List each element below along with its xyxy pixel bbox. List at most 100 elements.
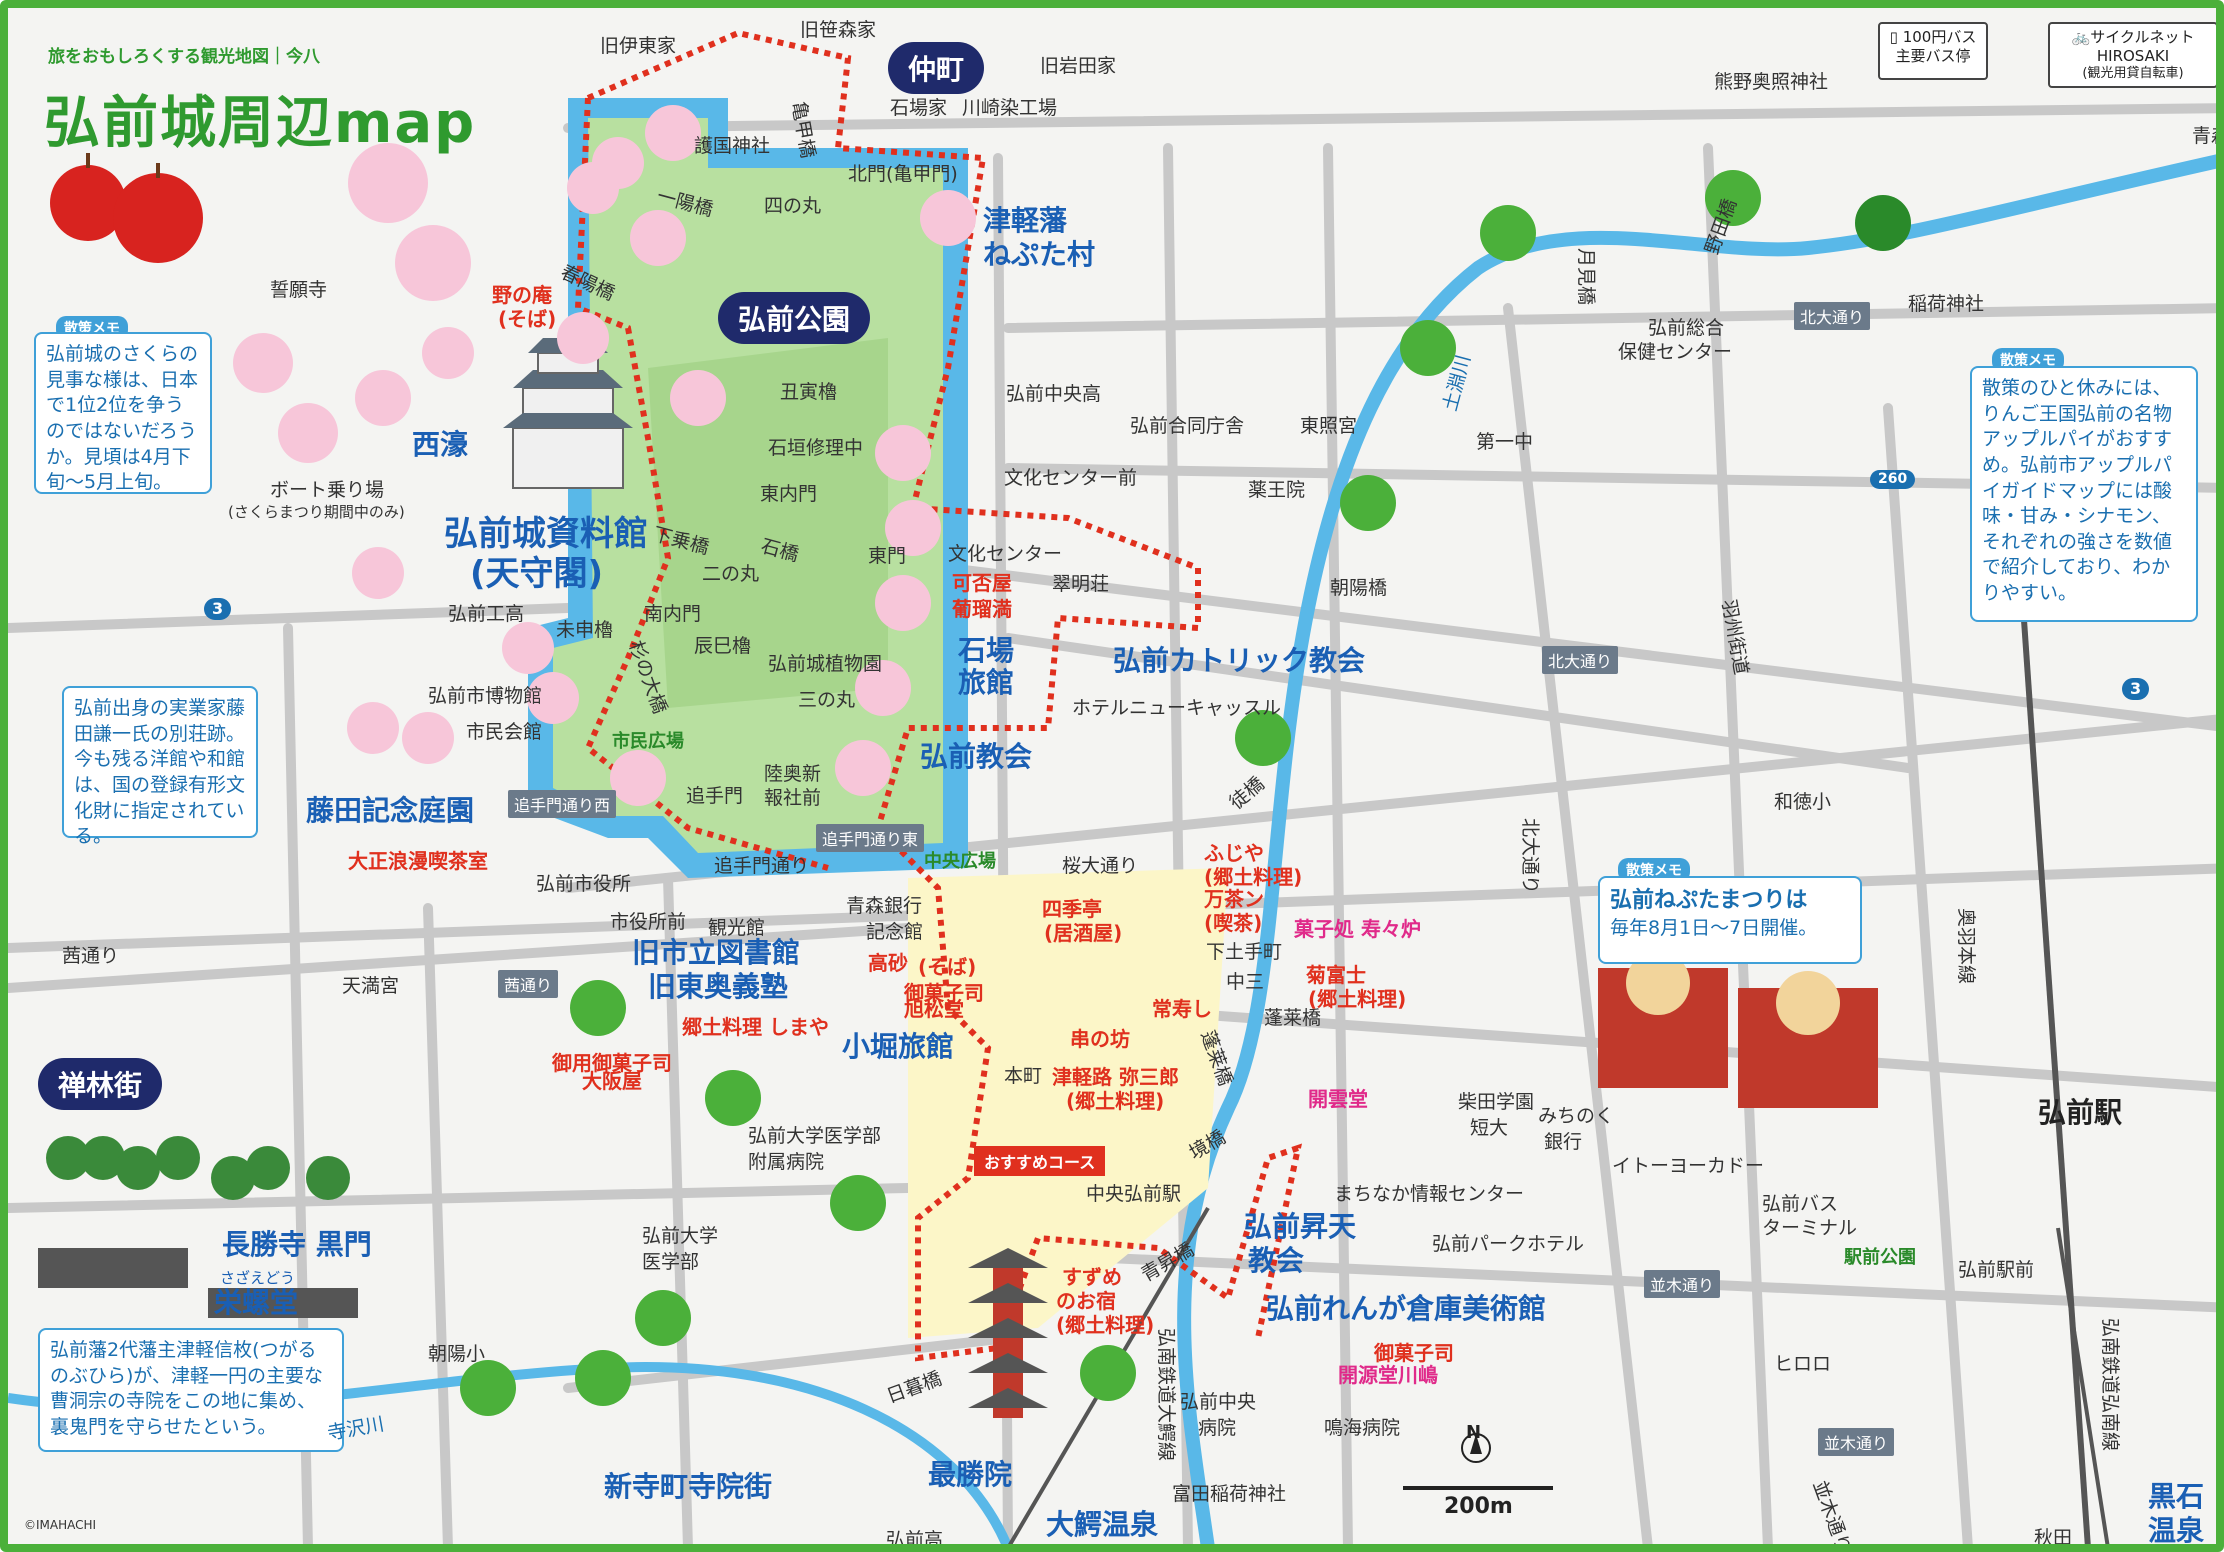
place-toshogu: 東照宮	[1300, 415, 1358, 437]
food-kushi[interactable]: 串の坊	[1070, 1027, 1130, 1051]
copyright: ©IMAHACHI	[24, 1518, 97, 1532]
food-suzume[interactable]: すずめ	[1062, 1265, 1122, 1289]
food-manchan-note: (喫茶)	[1204, 911, 1263, 935]
spot-saishoin[interactable]: 最勝院	[928, 1458, 1013, 1491]
place-kyuiitou: 旧伊東家	[600, 35, 677, 57]
place-kyuiwata: 旧岩田家	[1040, 55, 1117, 77]
place-chuko: 弘前中央高	[1006, 383, 1102, 405]
spot-neputa-sub: ねぷた村	[983, 238, 1096, 271]
spot-renga[interactable]: 弘前れんが倉庫美術館	[1266, 1292, 1547, 1325]
food-yasaburo[interactable]: 津軽路 弥三郎	[1052, 1065, 1179, 1089]
food-takasago[interactable]: 高砂	[868, 951, 908, 975]
spot-sazaedo[interactable]: 栄螺堂	[214, 1286, 299, 1319]
road-ou: 奥羽本線	[1955, 908, 1977, 985]
place-seiganji: 誓願寺	[270, 279, 328, 301]
place-honcho: 本町	[1004, 1065, 1043, 1087]
place-shibata: 柴田学園	[1458, 1091, 1535, 1113]
spot-kobori[interactable]: 小堀旅館	[842, 1030, 955, 1063]
spot-choshoji[interactable]: 長勝寺 黒門	[222, 1228, 372, 1261]
food-shimaya[interactable]: 郷土料理 しまや	[682, 1015, 829, 1039]
place-tenmangu: 天満宮	[342, 975, 400, 997]
food-kikufuji[interactable]: 菊富士	[1306, 963, 1366, 987]
place-ishigaki: 石垣修理中	[768, 437, 864, 459]
spot-catholic[interactable]: 弘前カトリック教会	[1113, 644, 1366, 677]
place-shimotemachi: 下土手町	[1206, 941, 1283, 963]
food-yasaburo-note: (郷土料理)	[1066, 1089, 1165, 1113]
food-fujiya[interactable]: ふじや	[1204, 841, 1264, 865]
place-daiichi: 第一中	[1476, 431, 1534, 453]
food-kaigendo[interactable]: 開源堂川嶋	[1338, 1363, 1438, 1387]
road-akane: 茜通り	[62, 945, 120, 967]
bicycle-icon: 🚲	[2071, 28, 2091, 46]
spot-kuroishi[interactable]: 黒石	[2148, 1480, 2205, 1513]
place-hiroro: ヒロロ	[1774, 1353, 1832, 1375]
road-kitadai: 北大通り	[1519, 818, 1541, 895]
place-aomori-bank2: 記念館	[866, 921, 924, 943]
food-taisho[interactable]: 大正浪漫喫茶室	[348, 849, 488, 873]
place-tatsumi: 辰巳櫓	[694, 635, 752, 657]
map-subtitle: 旅をおもしろくする観光地図｜今八	[48, 47, 320, 67]
place-boat: ボート乗り場	[270, 479, 385, 501]
food-osakaya[interactable]: 大阪屋	[582, 1069, 642, 1093]
food-manchan[interactable]: 万茶ン	[1204, 887, 1264, 911]
food-tsunezushi[interactable]: 常寿し	[1152, 997, 1212, 1021]
road-kita-odori2: 北大通り	[1542, 646, 1619, 674]
spot-castle[interactable]: 弘前城資料館	[444, 514, 648, 554]
place-tomita: 富田稲荷神社	[1172, 1483, 1287, 1505]
place-sannomaru: 三の丸	[798, 689, 856, 711]
place-yonnomaru: 四の丸	[764, 195, 822, 217]
memo-fujita: 弘前出身の実業家藤田謙一氏の別荘跡。今も残る洋館や和館は、国の登録有形文化財に指…	[62, 686, 258, 847]
place-kankokan: 観光館	[708, 917, 766, 939]
spot-neputa[interactable]: 津軽藩	[983, 204, 1068, 237]
north-arrow	[1403, 1433, 1553, 1490]
place-chuo-eki: 中央弘前駅	[1086, 1183, 1182, 1205]
place-shokubutsu: 弘前城植物園	[768, 653, 883, 675]
place-aomori: 青森	[2192, 125, 2216, 147]
food-kyokusho[interactable]: 旭松堂	[904, 997, 964, 1021]
spot-station[interactable]: 弘前駅	[2038, 1096, 2123, 1129]
bridge-tsukimi: 月見橋	[1575, 248, 1597, 306]
spot-shinteramachi[interactable]: 新寺町寺院街	[604, 1470, 773, 1503]
place-kumano: 熊野奥照神社	[1714, 71, 1829, 93]
food-kaigendo-note: 御菓子司	[1374, 1341, 1454, 1365]
spot-owani[interactable]: 大鰐温泉	[1046, 1508, 1159, 1541]
place-daigaku-hosp2: 附属病院	[748, 1151, 825, 1173]
place-horaibashi: 蓬莱橋	[1264, 1007, 1322, 1029]
legend-bus: ▯ 100円バス 主要バス停	[1878, 22, 1988, 80]
food-shikitei[interactable]: 四季亭	[1042, 897, 1102, 921]
route-260-sign: 260	[1870, 470, 1916, 490]
road-konan2: 弘南鉄道弘南線	[2099, 1318, 2121, 1452]
road-otemon-nishi: 追手門通り西	[508, 790, 617, 818]
place-misaru: 未申櫓	[556, 619, 614, 641]
spot-kyokai[interactable]: 弘前教会	[920, 740, 1033, 773]
route-3-sign: 3	[204, 598, 232, 620]
road-konan: 弘南鉄道大鰐線	[1155, 1328, 1177, 1462]
food-kikufuji-note: (郷土料理)	[1308, 987, 1407, 1011]
spot-sazaedo-ruby: さざえどう	[220, 1269, 296, 1287]
memo-neputa: 弘前ねぷたまつりは 毎年8月1日〜7日開催。	[1598, 876, 1862, 964]
north-label: N	[1466, 1422, 1482, 1443]
district-park: 弘前公園	[718, 292, 871, 344]
place-wakutoku: 和徳小	[1774, 791, 1832, 813]
place-sogo2: 保健センター	[1618, 341, 1733, 363]
place-ushitora: 丑寅櫓	[780, 381, 838, 403]
place-chuo-hosp2: 病院	[1198, 1417, 1237, 1439]
pagoda	[968, 1248, 1048, 1418]
spot-shoten[interactable]: 弘前昇天	[1244, 1210, 1357, 1243]
food-fujiya-note: (郷土料理)	[1204, 865, 1303, 889]
food-kahiya[interactable]: 可否屋	[952, 571, 1012, 595]
spot-ishiba[interactable]: 石場	[958, 634, 1015, 667]
food-nonoan[interactable]: 野の庵	[492, 283, 552, 307]
food-kaiundo[interactable]: 開雲堂	[1308, 1087, 1368, 1111]
castle-tower	[503, 338, 633, 489]
place-inari: 稲荷神社	[1908, 293, 1985, 315]
spot-toou[interactable]: 旧東奥義塾	[648, 970, 789, 1003]
place-higashiuchi: 東内門	[760, 483, 818, 505]
spot-fujita[interactable]: 藤田記念庭園	[306, 794, 475, 827]
spot-library[interactable]: 旧市立図書館	[632, 936, 801, 969]
place-aomori-bank: 青森銀行	[846, 895, 923, 917]
food-jujuro[interactable]: 菓子処 寿々炉	[1294, 917, 1421, 941]
place-meikai: 鳴海病院	[1324, 1417, 1401, 1439]
food-osakaya-note: 御用御菓子司	[552, 1051, 672, 1075]
